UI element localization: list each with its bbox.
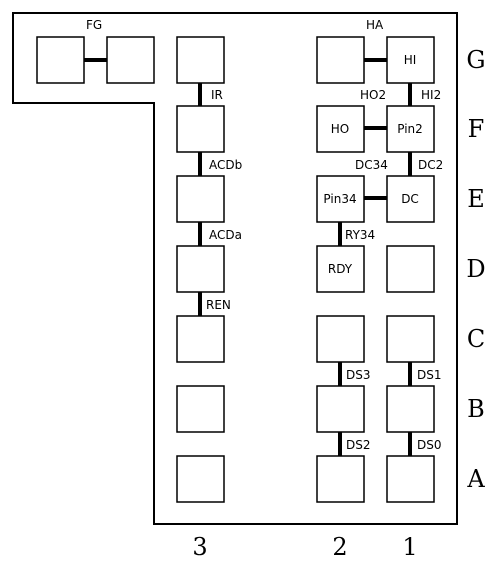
box-a3 (176, 455, 225, 503)
box-f2 (316, 105, 365, 153)
link-label-ds0: DS0 (417, 438, 442, 452)
box-c3 (176, 315, 225, 363)
link-label-acda: ACDa (209, 228, 242, 242)
row-label-b: B (467, 395, 485, 423)
box-d1 (386, 245, 435, 293)
link-label-ir: IR (211, 88, 223, 102)
box-d3 (176, 245, 225, 293)
box-e1 (386, 175, 435, 223)
link-label-ry34: RY34 (345, 228, 375, 242)
box-e2 (316, 175, 365, 223)
row-label-g: G (466, 46, 485, 74)
row-label-e: E (467, 185, 485, 213)
row-label-c: C (467, 325, 485, 353)
link-label-ds1: DS1 (417, 368, 442, 382)
column-label-1: 1 (402, 533, 417, 561)
link-label-ho2: HO2 (360, 88, 386, 102)
box-a1 (386, 455, 435, 503)
row-label-d: D (466, 255, 485, 283)
board-outline (12, 12, 458, 525)
box-a2 (316, 455, 365, 503)
link-label-dc34: DC34 (355, 158, 388, 172)
column-label-2: 2 (332, 533, 347, 561)
link-label-ds3: DS3 (346, 368, 371, 382)
box-f1 (386, 105, 435, 153)
box-g1 (386, 36, 435, 84)
box-b2 (316, 385, 365, 433)
box-fg-right (106, 36, 155, 84)
box-fg-left (36, 36, 85, 84)
link-label-ren: REN (206, 298, 231, 312)
box-g2 (316, 36, 365, 84)
box-label-pin2: Pin2 (397, 122, 423, 136)
box-f3 (176, 105, 225, 153)
link-label-fg: FG (86, 18, 102, 32)
box-label-rdy: RDY (328, 262, 353, 276)
link-label-ds2: DS2 (346, 438, 371, 452)
row-label-a: A (466, 465, 485, 493)
box-label-ho: HO (331, 122, 349, 136)
box-label-pin34: Pin34 (323, 192, 356, 206)
link-label-hi2: HI2 (421, 88, 441, 102)
row-label-f: F (468, 115, 485, 143)
link-label-dc2: DC2 (418, 158, 443, 172)
link-label-acdb: ACDb (209, 158, 242, 172)
link-label-ha: HA (366, 18, 384, 32)
box-c1 (386, 315, 435, 363)
box-b1 (386, 385, 435, 433)
box-c2 (316, 315, 365, 363)
box-g3 (176, 36, 225, 84)
box-label-dc: DC (401, 192, 419, 206)
box-b3 (176, 385, 225, 433)
box-e3 (176, 175, 225, 223)
column-label-3: 3 (192, 533, 207, 561)
box-label-hi: HI (404, 53, 417, 67)
box-d2 (316, 245, 365, 293)
